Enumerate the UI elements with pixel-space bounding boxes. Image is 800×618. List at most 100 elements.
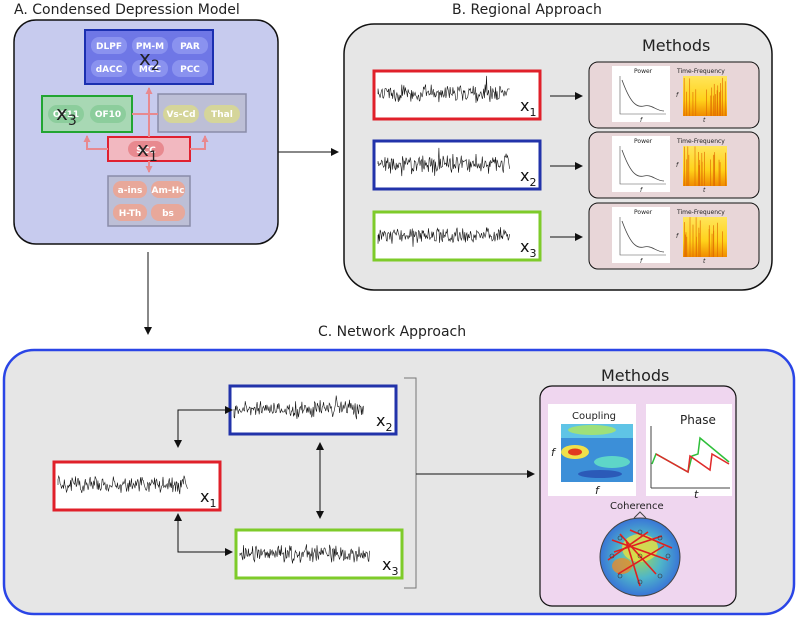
coherence-title: Coherence (610, 501, 664, 512)
power-curve (621, 149, 665, 182)
signal-frame (372, 139, 542, 191)
signal-frame (234, 528, 404, 580)
signal-label: x2 (520, 166, 536, 189)
signal-label: x1 (200, 487, 216, 510)
phase-title: Phase (680, 413, 716, 427)
panel-c-title: C. Network Approach (318, 324, 466, 340)
region-pm-m: PM-M (136, 42, 164, 52)
region-vs-cd: Vs-Cd (166, 110, 195, 120)
tf-title: Time-Frequency (676, 138, 725, 145)
tf-title: Time-Frequency (676, 209, 725, 216)
signal-label-sub: 1 (209, 497, 216, 510)
signal-label: x1 (520, 96, 536, 119)
signal-trace (377, 227, 510, 247)
signal-label: x3 (382, 555, 398, 578)
signal-trace (233, 395, 364, 420)
signal-trace (57, 474, 188, 495)
power-title: Power (634, 68, 653, 75)
power-xlabel: f (640, 117, 643, 124)
power-title: Power (634, 138, 653, 145)
regional-rows: x1PowerfTime-Frequencyftx2PowerfTime-Fre… (372, 61, 760, 270)
power-plot-bg (612, 136, 670, 192)
region-dlpf: DLPF (96, 42, 122, 52)
signal-label-sub: 2 (385, 421, 392, 434)
tf-ylabel: f (676, 162, 679, 169)
tf-spectrogram (683, 146, 727, 186)
signal-box: x1 (372, 69, 542, 121)
tf-ylabel: f (676, 233, 679, 240)
signal-label-sub: 3 (391, 565, 398, 578)
region-pcc: PCC (180, 65, 200, 75)
signal-frame (52, 460, 222, 512)
signal-label-sub: 3 (529, 247, 536, 260)
label-x1-model: x1 (137, 137, 158, 165)
region-of10: OF10 (95, 110, 121, 120)
power-plot-bg (612, 66, 670, 122)
region-thal: Thal (211, 110, 233, 120)
signal-box: x2 (372, 139, 542, 191)
signal-label: x3 (520, 237, 536, 260)
power-plot-bg (612, 207, 670, 263)
signal-label: x2 (376, 411, 392, 434)
phase-xlabel: t (694, 488, 699, 501)
signal-box: x3 (372, 210, 542, 262)
region-h-th: H-Th (119, 209, 142, 219)
region-am-hc: Am-Hc (152, 186, 185, 196)
arrow-x1-x2 (174, 406, 233, 448)
arrow-x1-x3 (174, 513, 233, 556)
tf-title: Time-Frequency (676, 68, 725, 75)
region-mcc: MCC (139, 65, 162, 75)
signal-trace (377, 147, 510, 177)
signal-box: x3 (234, 528, 404, 580)
signal-label-letter: x (200, 487, 209, 506)
region-bs: bs (162, 209, 174, 219)
signal-trace (239, 544, 370, 564)
region-of11: OF11 (53, 110, 79, 120)
tf-xlabel: t (703, 117, 706, 124)
signal-label-letter: x (520, 166, 529, 185)
tf-xlabel: t (703, 258, 706, 265)
signal-label-sub: 2 (529, 176, 536, 189)
label-x3-model: x3 (56, 101, 77, 129)
power-curve (621, 220, 665, 253)
label-x2-model: x2 (139, 46, 160, 74)
signal-label-letter: x (376, 411, 385, 430)
signal-label-letter: x (520, 96, 529, 115)
regional-method-card: Power f Time-Frequency f t (588, 61, 760, 129)
signal-label-sub: 1 (529, 106, 536, 119)
power-axes (619, 76, 666, 115)
coherence-head-map (599, 511, 681, 597)
top-region-pills: DLPF PM-M PAR dACC MCC PCC (91, 37, 208, 77)
network-bracket (404, 377, 417, 589)
panel-a-title: A. Condensed Depression Model (14, 2, 240, 18)
signal-box: x1 (52, 460, 222, 512)
panel-b-methods-title: Methods (642, 36, 710, 55)
power-curve (621, 79, 665, 112)
tf-spectrogram (683, 217, 727, 257)
model-connections (83, 87, 209, 173)
signal-label-letter: x (382, 555, 391, 574)
signal-box: x2 (228, 384, 398, 436)
signal-label-letter: x (520, 237, 529, 256)
signal-frame (372, 69, 542, 121)
phase-red-line (655, 452, 730, 474)
coupling-xlabel: f (595, 484, 601, 497)
power-axes (619, 217, 666, 256)
tf-xlabel: t (703, 187, 706, 194)
coupling-ylabel: f (551, 446, 557, 459)
tf-ylabel: f (676, 92, 679, 99)
region-a-ins: a-ins (118, 186, 143, 196)
region-dacc: dACC (96, 65, 123, 75)
panel-c-methods-title: Methods (601, 366, 669, 385)
power-xlabel: f (640, 258, 643, 265)
phase-panel (646, 404, 732, 496)
coupling-heatmap (561, 424, 633, 482)
power-xlabel: f (640, 187, 643, 194)
regional-method-card: Power f Time-Frequency f t (588, 131, 760, 199)
signal-trace (377, 75, 510, 103)
region-par: PAR (180, 42, 200, 52)
